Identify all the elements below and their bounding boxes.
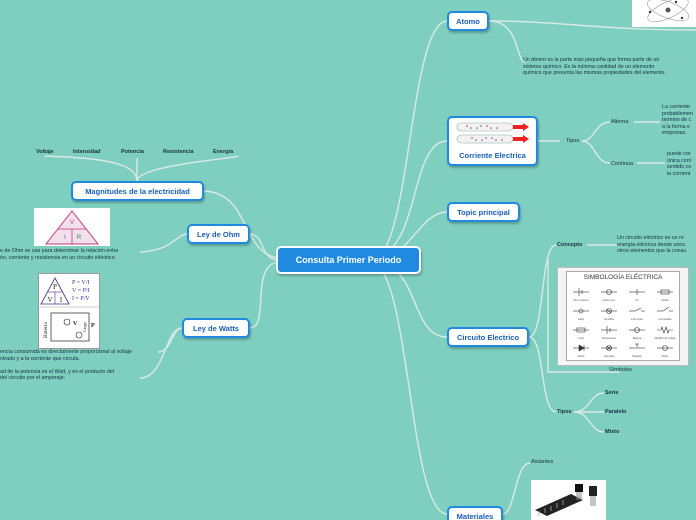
topic-principal-node[interactable]: Topic principal — [447, 202, 520, 222]
watts-formula-3: I = P/V — [72, 296, 90, 302]
continua-line-4: la corrient — [667, 170, 691, 177]
watts-circuit-carga: Carga — [82, 322, 87, 332]
ley-de-watts-node[interactable]: Ley de Watts — [182, 318, 250, 338]
materiales-node[interactable]: Materiales — [447, 506, 503, 520]
watts-line-5: del circuito por el amperaje: — [0, 375, 66, 382]
simbologia-electrica-image: SIMBOLOGÍA ELÉCTRICA — [557, 267, 689, 366]
watts-formula-image: P V I P = V/I V = P/I I = P/V V P Baterí… — [38, 273, 100, 349]
alterna-line-4: a la forma e — [662, 123, 690, 130]
corriente-electrica-label: Corriente Electrica — [459, 151, 526, 160]
alterna-line-3: termino de c — [662, 117, 692, 124]
magnitude-resistencia[interactable]: Resistencia — [163, 149, 194, 155]
corriente-continua-label[interactable]: Continua — [611, 161, 634, 167]
central-topic-label: Consulta Primer Periodo — [295, 255, 402, 265]
watts-line-1: encia consumida es directamente proporci… — [0, 349, 132, 355]
ohm-description: e de Ohm se usa para determinar la relac… — [0, 248, 118, 261]
wire-current-image — [455, 121, 531, 145]
atomo-line-3: químico que presenta las mismas propieda… — [523, 70, 666, 77]
ley-de-ohm-label: Ley de Ohm — [197, 229, 240, 239]
materiales-aislantes-label[interactable]: Aislantes — [531, 459, 554, 465]
circuito-electrico-node[interactable]: Circuito Electrico — [447, 327, 529, 347]
watts-circuit-v: V — [73, 321, 78, 327]
atom-image — [632, 0, 696, 27]
atomo-line-2: sistema químico. Es la mínima cantidad d… — [523, 63, 655, 70]
watts-line-3 — [0, 362, 132, 369]
watts-line-2: ntrado y a la corriente que circula. — [0, 355, 80, 362]
symbol-label-7: interruptor — [631, 317, 643, 321]
corriente-alterna-label[interactable]: Alterna — [611, 119, 629, 125]
magnitude-intensidad[interactable]: Intensidad — [73, 149, 101, 155]
continua-line-2: única corri — [667, 157, 692, 164]
tipo-paralelo[interactable]: Paralelo — [605, 409, 627, 415]
central-topic[interactable]: Consulta Primer Periodo — [276, 246, 421, 274]
watts-formula-1: P = V/I — [72, 280, 89, 286]
watts-description: encia consumida es directamente proporci… — [0, 349, 132, 382]
symbol-label-5: cable — [578, 317, 585, 321]
symbol-label-16: Motor — [662, 354, 669, 358]
atomo-description: Un átomo es la parte más pequeña que for… — [523, 57, 666, 77]
watts-formula-2: V = P/I — [72, 288, 90, 294]
magnitude-voltaje[interactable]: Voltaje — [36, 149, 54, 155]
tipo-mixto[interactable]: Mixto — [605, 429, 620, 435]
circuito-simbolos-label[interactable]: Símbolos — [609, 367, 632, 373]
symbol-label-3: CC — [635, 298, 639, 302]
materiales-label: Materiales — [456, 511, 494, 520]
ohm-line-1: e de Ohm se usa para determinar la relac… — [0, 248, 119, 254]
watts-circuit-bateria: Batería — [43, 322, 49, 338]
symbol-label-10: Resistencia — [602, 336, 616, 340]
alterna-line-1: La corriente — [662, 104, 690, 110]
atomo-node[interactable]: Atomo — [447, 11, 489, 31]
ley-de-watts-label: Ley de Watts — [193, 323, 239, 333]
simbologia-frame: SIMBOLOGÍA ELÉCTRICA — [566, 271, 680, 361]
ley-de-ohm-node[interactable]: Ley de Ohm — [187, 224, 250, 244]
electronic-components-image — [531, 480, 606, 520]
corriente-tipos-label[interactable]: Tipos — [566, 138, 580, 144]
concepto-line-3: otros elementos que la consu — [617, 248, 687, 255]
alterna-description: La corriente probablemen termino de c a … — [662, 104, 693, 137]
symbol-label-13: Diodo — [578, 354, 585, 358]
circuito-tipos-label[interactable]: Tipos — [557, 409, 572, 415]
concepto-line-2: energía eléctrica desde unos — [617, 241, 686, 248]
circuito-concepto-description: Un circuito eléctrico es un re energía e… — [617, 235, 686, 255]
symbol-label-12: Medidor de voltaje — [654, 336, 676, 340]
watts-triangle-p: P — [53, 283, 57, 291]
symbol-label-2: fuente gen. — [603, 298, 616, 302]
tipo-serie[interactable]: Serie — [605, 390, 619, 396]
magnitudes-node[interactable]: Magnitudes de la electricidad — [71, 181, 204, 201]
watts-circuit-p: P — [91, 323, 95, 329]
alterna-line-5: empresas. — [662, 130, 687, 137]
symbol-label-15: Pulsador — [632, 354, 642, 358]
symbol-label-6: bombilla — [604, 317, 614, 321]
watts-line-4: ad de la potencia es el Watt, y es el pr… — [0, 368, 115, 375]
magnitude-energia[interactable]: Energía — [213, 149, 234, 155]
magnitude-potencia[interactable]: Potencia — [121, 149, 144, 155]
magnitudes-label: Magnitudes de la electricidad — [85, 186, 190, 196]
circuito-electrico-label: Circuito Electrico — [456, 332, 520, 342]
ohm-triangle-v: V — [70, 220, 74, 226]
symbol-label-14: Lámpara — [604, 354, 615, 358]
ohm-triangle-r: R — [77, 235, 82, 241]
symbol-label-11: Batería — [633, 336, 642, 340]
symbol-label-8: conmutador — [658, 317, 672, 321]
simbologia-title: SIMBOLOGÍA ELÉCTRICA — [583, 274, 663, 281]
symbol-label-1: pila o batería — [574, 298, 590, 302]
continua-line-3: sentido co — [667, 164, 692, 171]
ohm-triangle-i: I — [64, 235, 66, 241]
symbol-label-9: motor — [578, 336, 585, 340]
alterna-line-2: probablemen — [662, 110, 693, 117]
continua-line-1: puede cor — [667, 151, 691, 157]
atomo-label: Atomo — [456, 16, 480, 26]
continua-description: puede cor única corri sentido co la corr… — [667, 151, 691, 177]
atomo-line-1: Un átomo es la parte más pequeña que for… — [523, 57, 660, 63]
concepto-line-1: Un circuito eléctrico es un re — [617, 235, 684, 241]
ohm-triangle-image: V I R — [34, 208, 110, 246]
symbol-label-4: fusible — [661, 298, 669, 302]
circuito-concepto-label[interactable]: Concepto — [557, 242, 583, 248]
watts-triangle-v: V — [47, 296, 52, 304]
topic-principal-label: Topic principal — [457, 207, 510, 217]
watts-triangle-i: I — [60, 296, 63, 304]
ohm-line-2: ón, corriente y resistencia en un circui… — [0, 254, 116, 261]
